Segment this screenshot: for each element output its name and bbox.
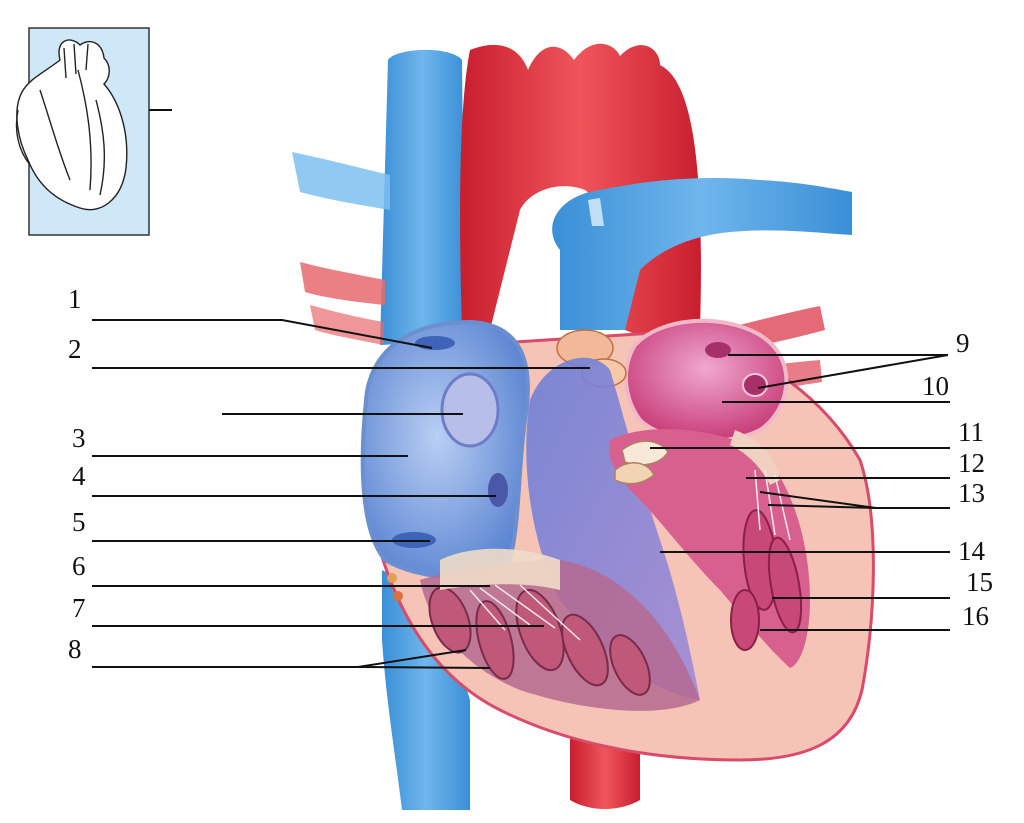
pulmonary-vein-left-lower: [310, 305, 384, 345]
pulmonary-vein-left-upper: [300, 262, 385, 305]
label-2: 2: [68, 334, 82, 364]
heart-inset-icon: [15, 39, 128, 211]
left-atrium: [623, 318, 789, 443]
heart-inset: [15, 27, 172, 236]
superior-vena-cava: [380, 49, 465, 346]
brachiocephalic-vein: [292, 152, 390, 210]
ligamentum: [588, 198, 604, 226]
label-14: 14: [958, 536, 986, 566]
right-ventricle-outflow: [526, 357, 700, 700]
label-15: 15: [966, 567, 993, 597]
label-4: 4: [72, 461, 86, 491]
coronary-vessels: [387, 573, 403, 601]
coronary-sinus-opening: [488, 473, 508, 507]
label-1: 1: [68, 284, 82, 314]
pulmonary-vein-opening-1: [705, 342, 731, 358]
left-chordae: [754, 469, 791, 541]
labels-left: 1 2 3 4 5 6 7 8: [68, 284, 86, 664]
label-8: 8: [68, 634, 82, 664]
fossa-ovalis: [440, 372, 500, 448]
leader-lines: [92, 319, 950, 669]
mitral-valve: [730, 430, 780, 485]
right-atrium: [360, 319, 530, 579]
right-chordae: [469, 584, 581, 641]
label-5: 5: [72, 507, 86, 537]
label-16: 16: [962, 601, 989, 631]
aortic-semilunar-valve: [614, 440, 669, 485]
pulmonary-vein-opening-2: [742, 373, 768, 397]
label-9: 9: [956, 328, 970, 358]
pulmonary-trunk: [552, 178, 852, 330]
label-11: 11: [958, 417, 984, 447]
label-10: 10: [922, 371, 949, 401]
svc-opening: [415, 336, 455, 350]
label-6: 6: [72, 551, 86, 581]
tricuspid-valve: [440, 548, 560, 590]
labels-right: 9 10 11 12 13 14 15 16: [922, 328, 993, 631]
label-3: 3: [72, 423, 86, 453]
left-trabeculae: [730, 509, 803, 651]
label-12: 12: [958, 448, 985, 478]
right-trabeculae: [428, 586, 651, 696]
label-13: 13: [958, 478, 985, 508]
label-7: 7: [72, 593, 86, 623]
